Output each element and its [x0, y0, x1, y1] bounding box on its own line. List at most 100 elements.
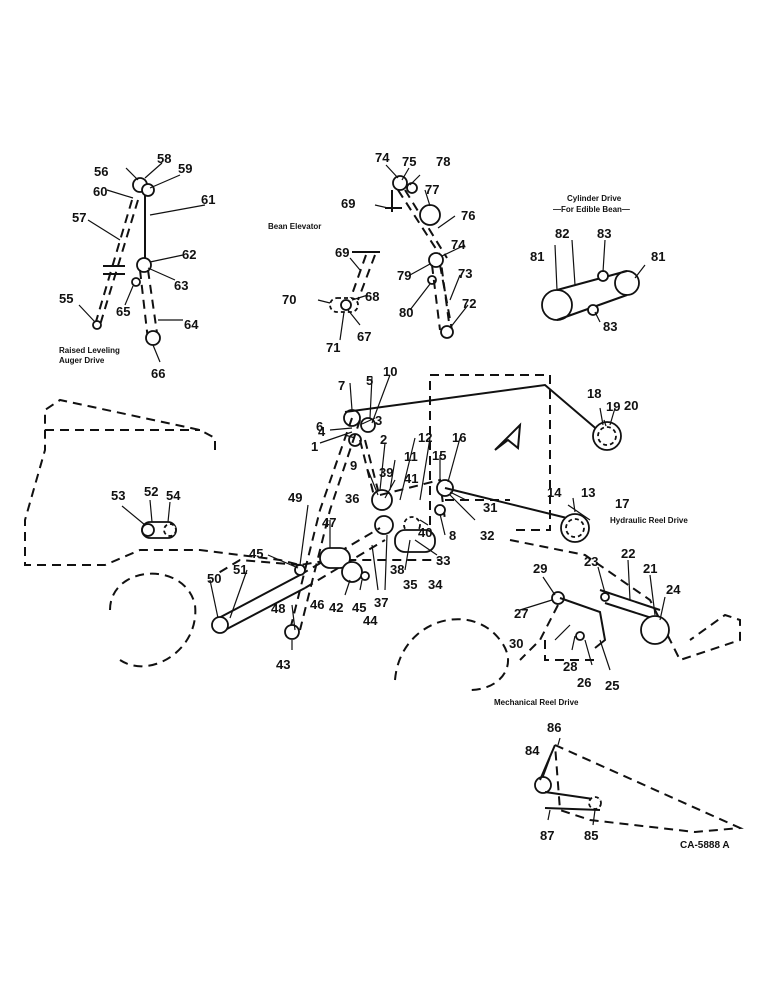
callout-56: 56	[94, 164, 108, 179]
caption-mechanical-reel-drive: Mechanical Reel Drive	[494, 698, 579, 707]
callout-35: 35	[403, 577, 417, 592]
callout-26: 26	[577, 675, 591, 690]
callout-77: 77	[425, 182, 439, 197]
callout-3: 3	[375, 413, 382, 428]
callout-49: 49	[288, 490, 302, 505]
callout-22: 22	[621, 546, 635, 561]
callout-5: 5	[366, 373, 373, 388]
caption-hydraulic-reel-drive: Hydraulic Reel Drive	[610, 516, 688, 525]
callout-66: 66	[151, 366, 165, 381]
callout-53: 53	[111, 488, 125, 503]
callout-13: 13	[581, 485, 595, 500]
combine-outline	[24, 374, 741, 691]
callout-75: 75	[402, 154, 416, 169]
bean-elevator-detail	[329, 175, 454, 339]
callout-72: 72	[462, 296, 476, 311]
callout-60: 60	[93, 184, 107, 199]
callout-27: 27	[514, 606, 528, 621]
callout-85: 85	[584, 828, 598, 843]
callout-58: 58	[157, 151, 171, 166]
callout-4: 4	[318, 424, 326, 439]
callout-71: 71	[326, 340, 340, 355]
callout-69-b: 69	[341, 196, 355, 211]
callout-labels: 1 2 3 4 5 6 7 8 9 10 11 12 13 14 15 16 1…	[59, 150, 681, 843]
callout-33: 33	[436, 553, 450, 568]
callout-2: 2	[380, 432, 387, 447]
callout-74-a: 74	[375, 150, 390, 165]
arrow-shape	[494, 422, 522, 451]
callout-16: 16	[452, 430, 466, 445]
callout-82: 82	[555, 226, 569, 241]
callout-52: 52	[144, 484, 158, 499]
callout-10: 10	[383, 364, 397, 379]
callout-23: 23	[584, 554, 598, 569]
caption-auger-drive: Auger Drive	[59, 356, 105, 365]
callout-39: 39	[379, 465, 393, 480]
callout-36: 36	[345, 491, 359, 506]
callout-30: 30	[509, 636, 523, 651]
callout-34: 34	[428, 577, 443, 592]
callout-24: 24	[666, 582, 681, 597]
callout-73: 73	[458, 266, 472, 281]
callout-62: 62	[182, 247, 196, 262]
callout-12: 12	[418, 430, 432, 445]
callout-45-b: 45	[352, 600, 366, 615]
callout-8: 8	[449, 528, 456, 543]
callout-48: 48	[271, 601, 285, 616]
callout-83-b: 83	[603, 319, 617, 334]
callout-21: 21	[643, 561, 657, 576]
callout-15: 15	[432, 448, 446, 463]
callout-70: 70	[282, 292, 296, 307]
callout-31: 31	[483, 500, 497, 515]
callout-42: 42	[329, 600, 343, 615]
callout-29: 29	[533, 561, 547, 576]
callout-46: 46	[310, 597, 324, 612]
callout-59: 59	[178, 161, 192, 176]
callout-63: 63	[174, 278, 188, 293]
main-drive-assembly	[211, 383, 622, 640]
callout-84: 84	[525, 743, 540, 758]
callout-7: 7	[338, 378, 345, 393]
callout-51: 51	[233, 562, 247, 577]
callout-18: 18	[587, 386, 601, 401]
caption-raised-leveling: Raised Leveling	[59, 346, 120, 355]
callout-55: 55	[59, 291, 73, 306]
callout-80: 80	[399, 305, 413, 320]
callout-14: 14	[547, 485, 562, 500]
callout-65: 65	[116, 304, 130, 319]
callout-67: 67	[357, 329, 371, 344]
callout-81-a: 81	[530, 249, 544, 264]
callout-32: 32	[480, 528, 494, 543]
auger-drive-detail	[92, 177, 161, 346]
caption-bean-elevator: Bean Elevator	[268, 222, 321, 231]
callout-57: 57	[72, 210, 86, 225]
callout-44: 44	[363, 613, 378, 628]
callout-50: 50	[207, 571, 221, 586]
callout-6: 6	[316, 419, 323, 434]
section-captions: Raised Leveling Auger Drive Bean Elevato…	[59, 194, 730, 851]
callout-86: 86	[547, 720, 561, 735]
caption-for-edible-bean: —For Edible Bean—	[553, 205, 630, 214]
callout-38: 38	[390, 562, 404, 577]
callout-9: 9	[350, 458, 357, 473]
callout-19: 19	[606, 399, 620, 414]
drawing-code: CA-5888 A	[680, 840, 730, 851]
callout-25: 25	[605, 678, 619, 693]
leader-lines	[78, 162, 666, 826]
callout-78: 78	[436, 154, 450, 169]
mechanical-reel-drive	[519, 589, 670, 661]
callout-76: 76	[461, 208, 475, 223]
callout-54: 54	[166, 488, 181, 503]
callout-47: 47	[322, 515, 336, 530]
callout-87: 87	[540, 828, 554, 843]
callout-74-b: 74	[451, 237, 466, 252]
callout-45-a: 45	[249, 546, 263, 561]
callout-37: 37	[374, 595, 388, 610]
callout-79: 79	[397, 268, 411, 283]
callout-83-a: 83	[597, 226, 611, 241]
callout-61: 61	[201, 192, 215, 207]
callout-1: 1	[311, 439, 318, 454]
callout-28: 28	[563, 659, 577, 674]
callout-40: 40	[418, 525, 432, 540]
